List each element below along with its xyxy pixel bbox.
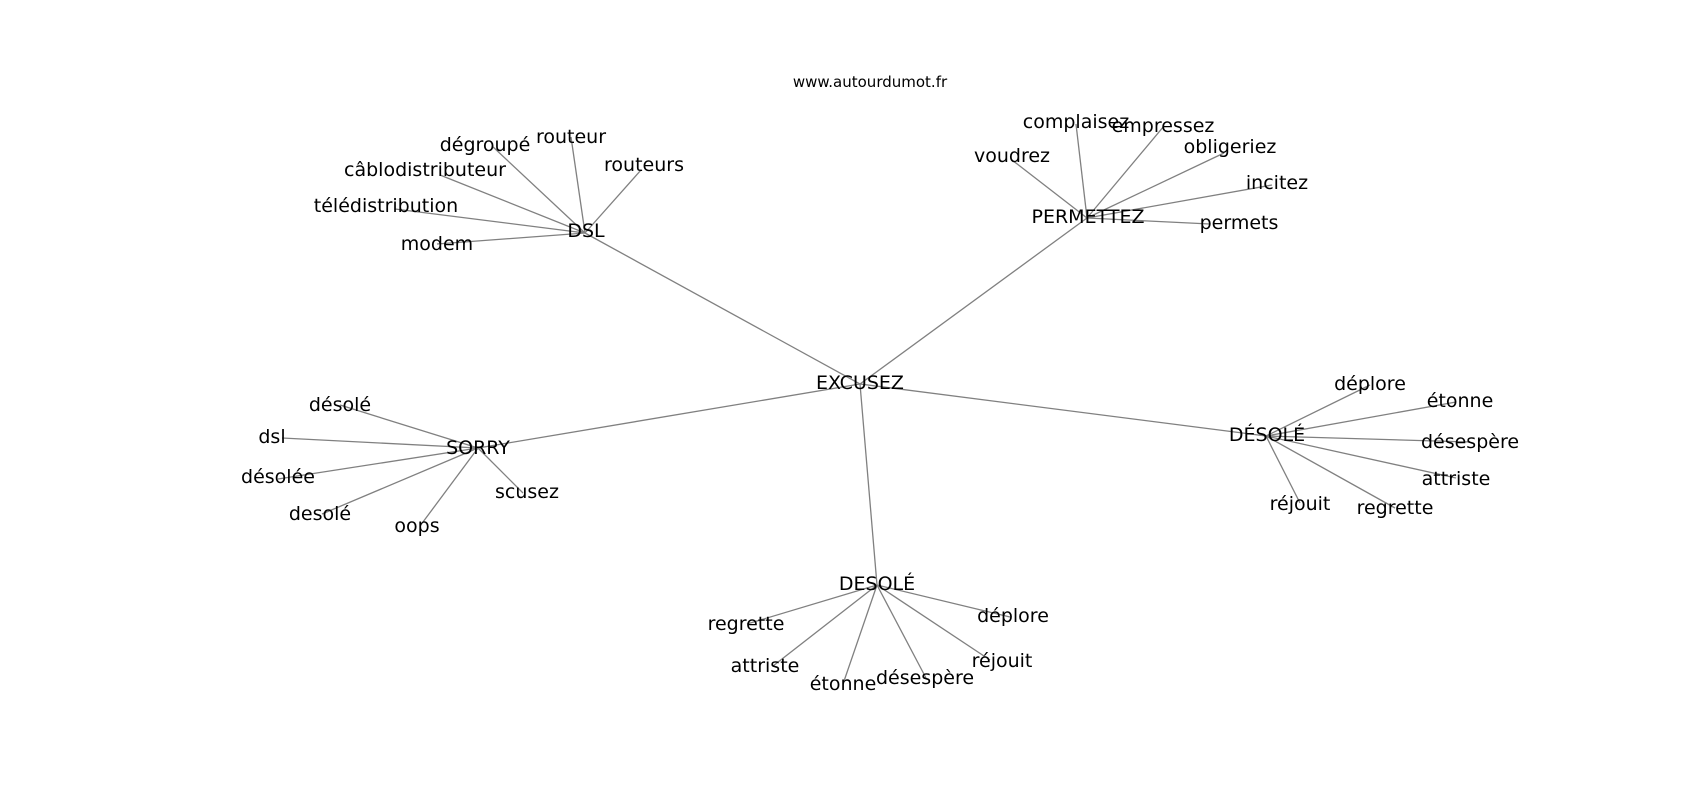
- word-node-label[interactable]: désespère: [1421, 431, 1519, 453]
- edge-hub-to-word: [1265, 435, 1457, 479]
- graph-edges: [277, 123, 1471, 685]
- hub-node-label[interactable]: DESOLÉ: [839, 572, 915, 595]
- word-node-label[interactable]: étonne: [1427, 390, 1494, 412]
- word-node-label[interactable]: incitez: [1246, 172, 1308, 194]
- word-node-label[interactable]: voudrez: [974, 145, 1050, 167]
- hub-node-label[interactable]: DSL: [567, 220, 605, 242]
- word-node-label[interactable]: attriste: [1422, 468, 1491, 490]
- edge-hub-to-word: [1086, 152, 1225, 219]
- edge-hub-to-word: [1265, 435, 1396, 509]
- word-node-label[interactable]: dégroupé: [440, 134, 531, 156]
- word-node-label[interactable]: desolé: [289, 503, 351, 525]
- graph-nodes: EXCUSEZ DSL modem télédistribution câblodist…: [241, 111, 1519, 695]
- edge-hub-to-word: [477, 447, 524, 494]
- edge-hub-to-word: [439, 174, 586, 234]
- edge-hub-to-word: [584, 169, 642, 234]
- edge-hub-to-word: [339, 404, 479, 449]
- hub-node-label[interactable]: SORRY: [446, 437, 510, 459]
- edge-hub-to-word: [1086, 217, 1211, 225]
- edge-hub-to-word: [876, 584, 991, 661]
- edge-hub-to-word: [491, 145, 586, 234]
- edge-hub-to-word: [876, 584, 927, 679]
- hub-node-label[interactable]: DÉSOLÉ: [1229, 423, 1305, 446]
- center-node-label[interactable]: EXCUSEZ: [816, 372, 904, 394]
- word-node-label[interactable]: obligeriez: [1184, 136, 1277, 158]
- edge-hub-to-word: [876, 584, 1011, 618]
- word-node-label[interactable]: scusez: [495, 481, 559, 503]
- word-node-label[interactable]: routeurs: [604, 154, 684, 176]
- edge-hub-to-word: [281, 437, 479, 449]
- word-node-label[interactable]: modem: [401, 233, 473, 255]
- edge-center-to-hub: [477, 383, 861, 449]
- word-node-label[interactable]: permets: [1200, 212, 1279, 234]
- edge-hub-to-word: [772, 584, 878, 667]
- edge-hub-to-word: [1086, 125, 1165, 219]
- word-node-label[interactable]: regrette: [1357, 497, 1434, 519]
- word-node-label[interactable]: regrette: [708, 613, 785, 635]
- word-node-label[interactable]: empressez: [1112, 115, 1215, 137]
- word-node-label[interactable]: réjouit: [972, 650, 1033, 672]
- edge-hub-to-word: [394, 208, 586, 234]
- word-node-label[interactable]: routeur: [536, 126, 606, 148]
- word-node-label[interactable]: déplore: [1334, 373, 1406, 395]
- word-node-label[interactable]: désolé: [309, 394, 371, 416]
- edge-center-to-hub: [859, 383, 1267, 437]
- edge-center-to-hub: [859, 217, 1088, 385]
- site-watermark: www.autourdumot.fr: [793, 73, 948, 91]
- edge-hub-to-word: [1265, 435, 1301, 504]
- edge-hub-to-word: [570, 136, 586, 234]
- edge-hub-to-word: [1075, 123, 1088, 219]
- edge-hub-to-word: [842, 584, 878, 685]
- edge-hub-to-word: [436, 232, 586, 245]
- word-node-label[interactable]: dsl: [258, 426, 285, 448]
- word-node-label[interactable]: désolée: [241, 466, 315, 488]
- word-node-label[interactable]: télédistribution: [314, 195, 458, 217]
- edge-hub-to-word: [1265, 401, 1457, 437]
- word-node-label[interactable]: câblodistributeur: [344, 159, 506, 181]
- hub-node-label[interactable]: PERMETTEZ: [1032, 206, 1145, 228]
- edge-hub-to-word: [1011, 159, 1088, 219]
- word-node-label[interactable]: étonne: [810, 673, 877, 695]
- edge-hub-to-word: [1086, 184, 1273, 219]
- edge-center-to-hub: [584, 232, 861, 385]
- word-node-label[interactable]: complaisez: [1023, 111, 1129, 133]
- word-node-label[interactable]: attriste: [731, 655, 800, 677]
- edge-hub-to-word: [1265, 384, 1371, 437]
- word-node-label[interactable]: déplore: [977, 605, 1049, 627]
- word-node-label[interactable]: réjouit: [1270, 493, 1331, 515]
- edge-hub-to-word: [277, 447, 479, 480]
- word-node-label[interactable]: oops: [394, 515, 439, 537]
- edge-center-to-hub: [859, 383, 878, 586]
- edge-hub-to-word: [321, 447, 479, 515]
- edge-hub-to-word: [746, 584, 878, 625]
- word-node-label[interactable]: désespère: [876, 667, 974, 689]
- edge-hub-to-word: [1265, 435, 1471, 443]
- edge-hub-to-word: [419, 447, 479, 527]
